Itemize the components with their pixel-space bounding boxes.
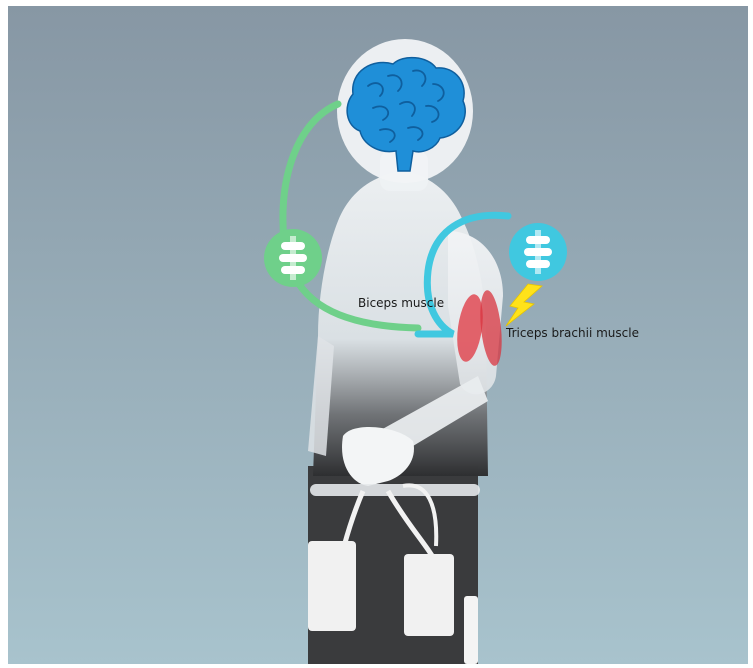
triceps-label: Triceps brachii muscle <box>506 326 639 340</box>
biceps-label: Biceps muscle <box>358 296 444 310</box>
spine-icon <box>509 223 567 281</box>
spine-icon <box>264 229 322 287</box>
diagram-scene: Biceps muscle Triceps brachii muscle <box>8 6 748 664</box>
